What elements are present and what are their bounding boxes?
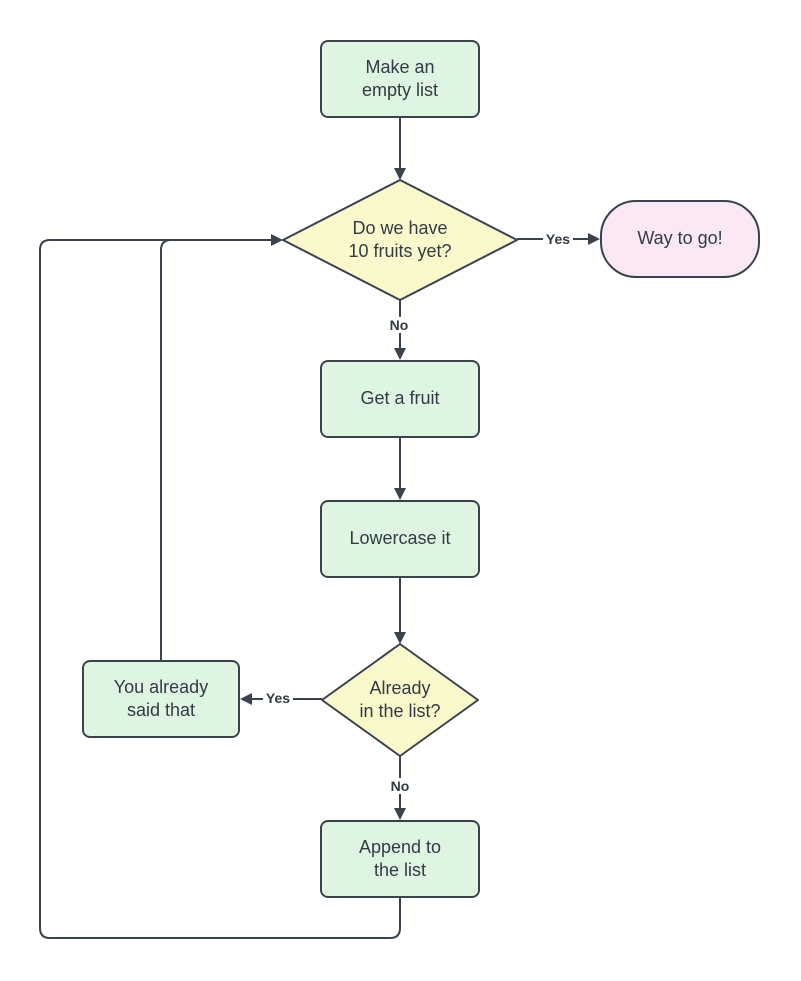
edge-label-decision1-no: No	[386, 316, 412, 334]
node-way-to-go-label: Way to go!	[637, 228, 723, 249]
decision-shapes-group	[282, 179, 518, 757]
node-lowercase-it: Lowercase it	[320, 500, 480, 578]
node-append-to-the-list: Append to the list	[320, 820, 480, 898]
edge-label-decision2-yes: Yes	[262, 689, 294, 707]
node-get-a-fruit-label: Get a fruit	[360, 388, 440, 409]
node-way-to-go: Way to go!	[600, 200, 760, 278]
decision1-diamond	[282, 179, 518, 301]
edge-label-decision1-yes: Yes	[542, 230, 574, 248]
node-you-already-said-that: You already said that	[82, 660, 240, 738]
node-get-a-fruit: Get a fruit	[320, 360, 480, 438]
decision2-diamond	[321, 643, 479, 757]
node-make-empty-list: Make an empty list	[320, 40, 480, 118]
edge-label-decision2-no: No	[387, 777, 413, 795]
node-you-already-said-that-label: You already said that	[113, 676, 209, 720]
edge-already-said-loop-to-decision1	[160, 239, 230, 660]
node-make-empty-list-label: Make an empty list	[361, 56, 439, 100]
node-lowercase-it-label: Lowercase it	[349, 528, 451, 549]
edge-append-loop-to-decision1	[39, 234, 401, 939]
node-append-to-the-list-label: Append to the list	[358, 836, 442, 880]
